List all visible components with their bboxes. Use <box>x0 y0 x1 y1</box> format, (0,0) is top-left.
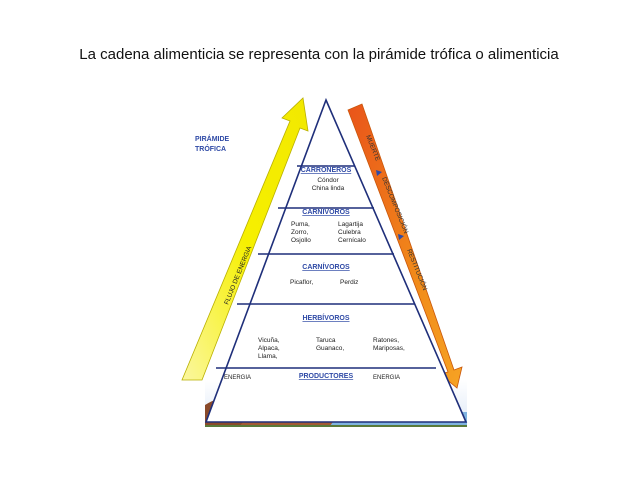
species: Culebra <box>338 229 361 236</box>
species: Lagartija <box>338 221 363 228</box>
energy-label-left: ENERGIA <box>224 375 251 381</box>
species: Osjollo <box>291 237 311 244</box>
pyramid <box>204 97 468 423</box>
level-title: HERBÍVOROS <box>302 313 349 322</box>
species: Alpaca, <box>258 345 280 352</box>
side-title-line2: TRÓFICA <box>195 144 226 153</box>
species: Ratones, <box>373 337 399 344</box>
level-carnivores-primary: CARNÍVOROS Picaflor, Perdiz <box>290 262 358 286</box>
species: Zorro, <box>291 229 309 236</box>
side-title-line1: PIRÁMIDE <box>195 134 230 143</box>
energy-label-right: ENERGIA <box>373 375 400 381</box>
level-title: CARNÍVOROS <box>302 262 350 271</box>
species: Vicuña, <box>258 337 280 344</box>
species: China linda <box>312 185 345 192</box>
level-carnivores-secondary: CARNÍVOROS Puma, Zorro, Osjollo Lagartij… <box>291 207 366 244</box>
level-title: CARROÑEROS <box>301 165 352 174</box>
species: Cernícalo <box>338 237 366 244</box>
level-herbivores: HERBÍVOROS Vicuña, Alpaca, Llama, Taruca… <box>258 313 405 360</box>
level-title: PRODUCTORES <box>299 373 354 380</box>
level-producers: PRODUCTORES ENERGIA ENERGIA <box>224 373 400 381</box>
species: Perdiz <box>340 279 358 286</box>
species: Cóndor <box>317 177 339 184</box>
level-title: CARNÍVOROS <box>302 207 350 216</box>
slide-title: La cadena alimenticia se representa con … <box>79 46 559 63</box>
level-scavengers: CARROÑEROS Cóndor China linda <box>301 165 352 192</box>
species: Guanaco, <box>316 345 344 352</box>
species: Picaflor, <box>290 279 313 286</box>
return-arrow-markers <box>376 170 404 240</box>
species: Mariposas, <box>373 345 405 352</box>
species: Llama, <box>258 353 278 360</box>
species: Taruca <box>316 337 336 344</box>
species: Puma, <box>291 221 310 228</box>
